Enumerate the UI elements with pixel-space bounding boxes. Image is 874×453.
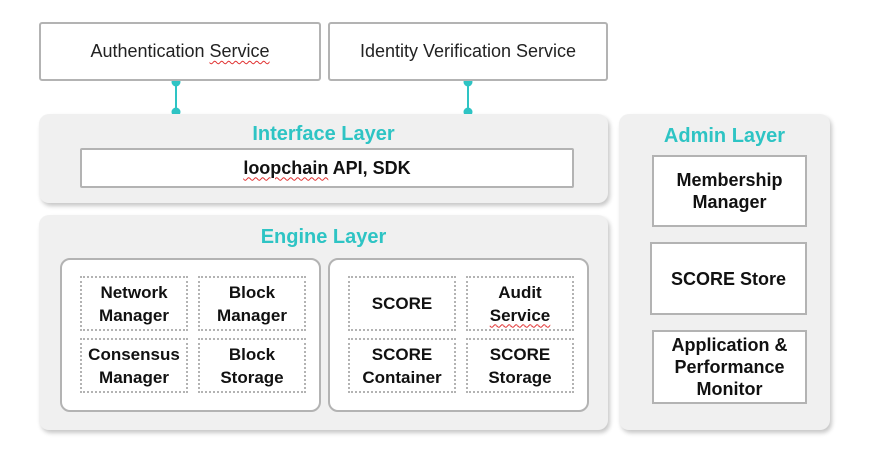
engine-layer-title: Engine Layer — [260, 226, 387, 248]
loopchain-api-sdk-box: loopchain API, SDK — [80, 148, 574, 188]
identity-verification-service-label: Identity Verification Service — [359, 41, 577, 61]
identity-verification-service-box: Identity Verification Service — [328, 22, 608, 81]
loopchain-word: loopchain — [243, 157, 329, 178]
authentication-service-box: Authentication Service — [39, 22, 321, 81]
loopchain-api-sdk-label: loopchain API, SDK — [243, 157, 411, 178]
interface-layer-panel: Interface Layer loopchain API, SDK — [39, 114, 608, 203]
score-module: SCORE — [348, 276, 456, 331]
service-word: Service — [209, 41, 270, 61]
interface-layer-title: Interface Layer — [252, 123, 395, 145]
score-store-box: SCORE Store — [650, 242, 807, 315]
authentication-service-label: Authentication Service — [90, 41, 270, 61]
admin-layer-title: Admin Layer — [663, 125, 786, 147]
